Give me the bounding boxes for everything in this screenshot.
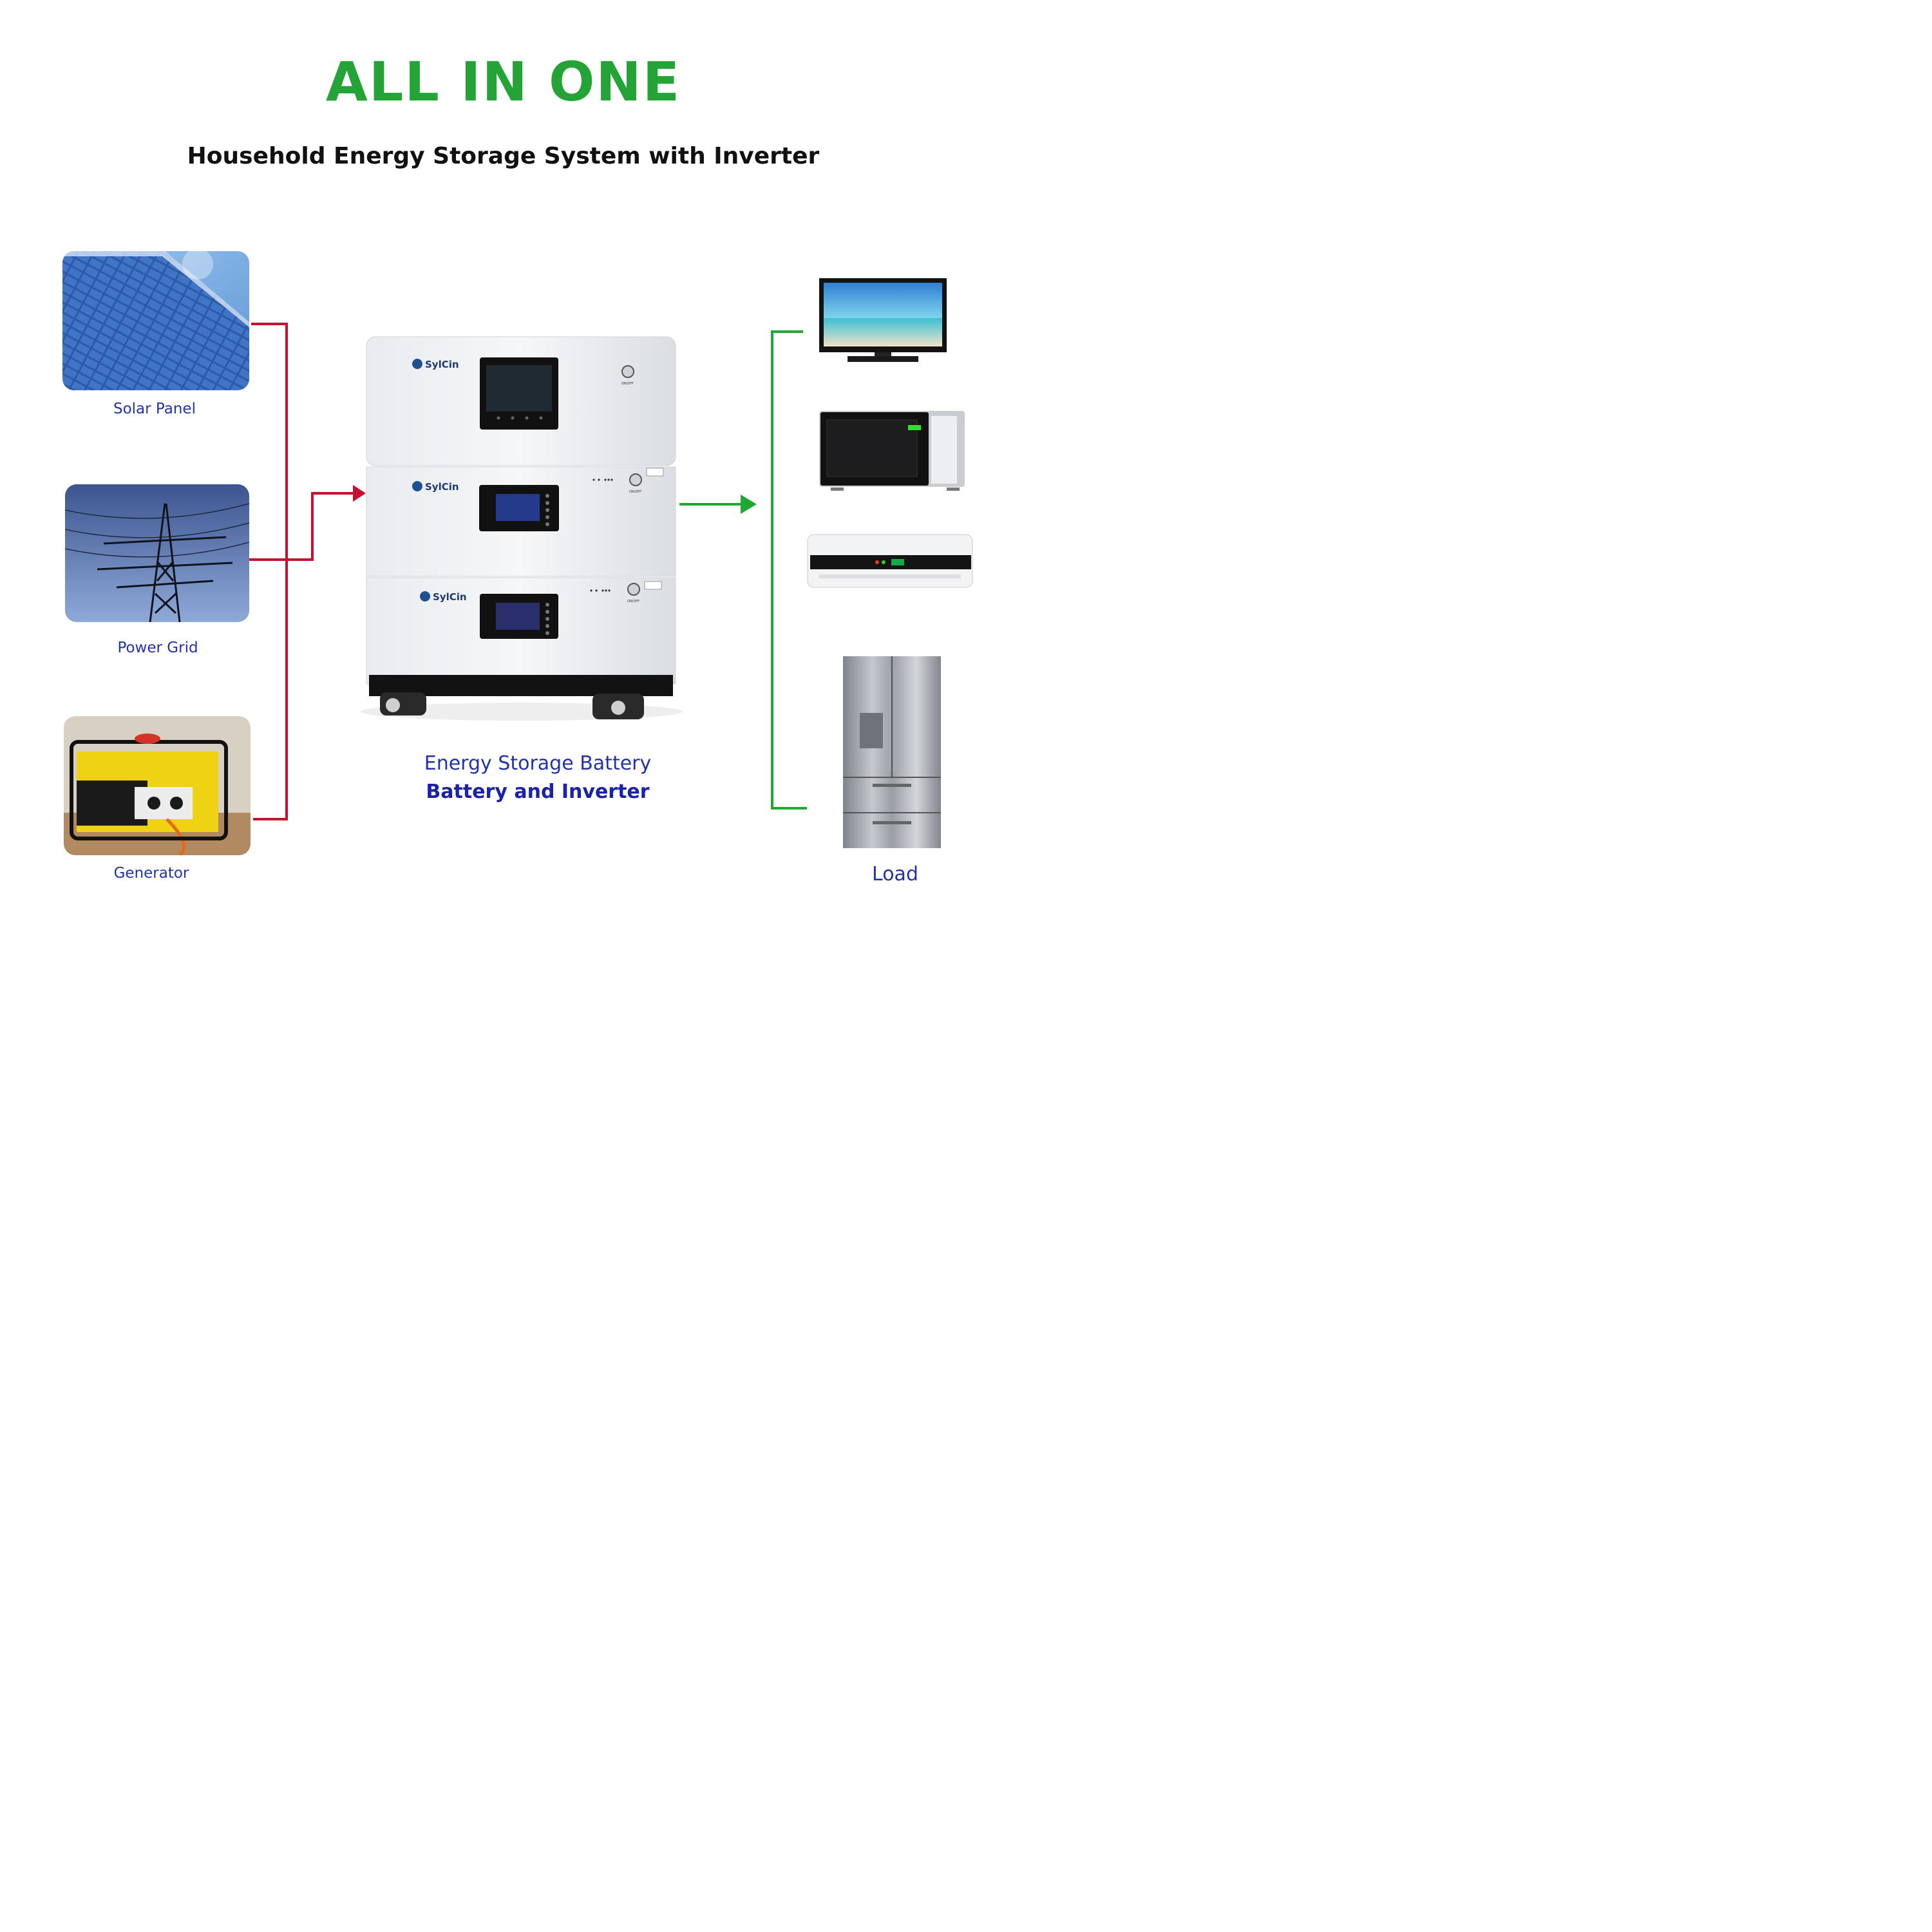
load-connector	[771, 330, 807, 810]
load-label: Load	[872, 863, 918, 886]
onoff-label-middle: ON/OFF	[629, 490, 641, 494]
solar-connector	[251, 323, 288, 820]
onoff-label-bottom: ON/OFF	[627, 600, 639, 603]
diagram-canvas: ALL IN ONE Household Energy Storage Syst…	[0, 0, 1007, 1007]
solar-panel-image	[62, 251, 249, 390]
air-conditioner-icon	[807, 534, 973, 588]
generator-image	[64, 716, 251, 855]
generator-label: Generator	[113, 865, 189, 882]
storage-caption-line2: Battery and Inverter	[426, 781, 650, 803]
input-connector	[283, 492, 353, 561]
brand-logo-bottom: SylCin	[433, 591, 467, 603]
input-arrow-head	[353, 485, 366, 502]
brand-logo-icons	[412, 359, 430, 601]
output-arrow-head	[741, 495, 757, 514]
page-title: ALL IN ONE	[325, 50, 681, 113]
tv-icon	[819, 278, 947, 362]
onoff-label-top: ON/OFF	[621, 382, 634, 386]
page-subtitle: Household Energy Storage System with Inv…	[187, 143, 820, 169]
brand-logo-top: SylCin	[425, 359, 459, 370]
power-grid-image	[65, 484, 249, 622]
connector-lines	[249, 323, 807, 820]
refrigerator-icon	[843, 656, 941, 848]
energy-storage-unit: SylCin SylCin SylCin ON/OFF ON/OFF ON/OF…	[361, 336, 683, 721]
power-button-icons	[621, 365, 642, 596]
microwave-icon	[819, 411, 965, 491]
storage-caption-line1: Energy Storage Battery	[424, 752, 652, 775]
solar-panel-label: Solar Panel	[113, 401, 196, 417]
brand-logo-middle: SylCin	[425, 481, 459, 493]
power-grid-label: Power Grid	[117, 639, 198, 656]
wheels	[380, 692, 644, 719]
